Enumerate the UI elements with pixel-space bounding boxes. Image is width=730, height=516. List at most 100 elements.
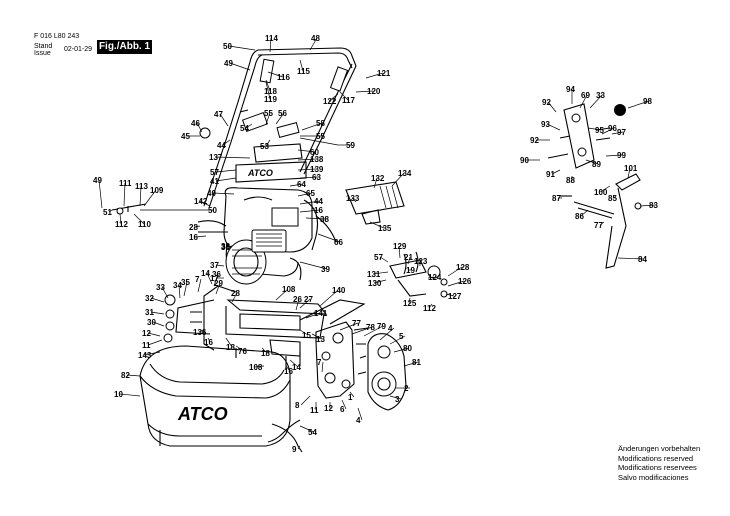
- leader-line: [601, 127, 615, 135]
- part-number-label: 132: [371, 174, 385, 183]
- leader-line: [197, 278, 202, 293]
- part-number-label: 33: [156, 283, 165, 292]
- part-number-label: 94: [566, 85, 575, 94]
- leader-line: [297, 158, 317, 161]
- part-number-label: 4: [356, 416, 361, 425]
- part-number-label: 16: [284, 367, 293, 376]
- part-number-label: 10: [114, 390, 123, 399]
- part-number-label: 100: [594, 188, 608, 197]
- part-number-label: 57: [210, 168, 219, 177]
- leader-line: [98, 179, 103, 209]
- part-number-label: 118: [264, 87, 277, 96]
- part-number-label: 120: [367, 87, 381, 96]
- leader-line: [226, 245, 233, 248]
- leader-line: [215, 282, 221, 295]
- stand-label: Stand: [34, 43, 53, 50]
- part-number-label: 15: [302, 331, 311, 340]
- part-number-label: 58: [316, 119, 325, 128]
- leader-line: [198, 329, 205, 333]
- part-number-label: 47: [214, 110, 223, 119]
- part-number-label: 88: [566, 176, 575, 185]
- leader-line: [299, 329, 309, 336]
- leader-line: [235, 345, 245, 352]
- engine-drawing: [197, 187, 337, 285]
- part-number-label: 50: [223, 42, 232, 51]
- part-number-label: 137: [209, 153, 223, 162]
- leader-line: [119, 393, 141, 397]
- modification-notes: Änderungen vorbehalten Modifications res…: [618, 444, 700, 482]
- side-plate-drawing: [267, 321, 407, 443]
- leader-line: [579, 94, 588, 109]
- leader-line: [225, 337, 233, 348]
- part-number-label: 44: [314, 197, 323, 206]
- part-number-label: 9: [292, 445, 297, 454]
- part-number-label: 117: [342, 96, 355, 105]
- part-number-label: 57: [374, 253, 383, 262]
- part-number-label: 110: [138, 220, 151, 229]
- part-number-label: 26: [293, 295, 302, 304]
- part-number-label: 112: [115, 220, 128, 229]
- part-number-label: 56: [278, 109, 287, 118]
- leader-line: [161, 286, 169, 299]
- part-number-label: 108: [282, 285, 296, 294]
- leader-line: [611, 131, 624, 135]
- leader-line: [219, 113, 229, 127]
- part-number-label: 18: [226, 343, 235, 352]
- handle-bar-drawing: ATCO: [199, 47, 357, 209]
- leader-line: [119, 213, 122, 225]
- leader-line: [369, 221, 385, 229]
- part-number-label: 143: [138, 351, 152, 360]
- leader-line: [445, 293, 455, 297]
- leader-line: [265, 81, 271, 100]
- leader-line: [639, 204, 656, 207]
- leader-line: [547, 101, 557, 113]
- part-number-label: 4: [388, 324, 393, 333]
- leader-line: [150, 311, 165, 315]
- part-number-label: 76: [238, 347, 247, 356]
- part-number-label: 122: [323, 97, 337, 106]
- part-number-label: 91: [546, 170, 555, 179]
- leader-line: [580, 209, 589, 217]
- leader-line: [289, 359, 299, 368]
- leader-line: [309, 37, 318, 51]
- leader-line: [373, 279, 387, 284]
- part-number-label: 136: [193, 328, 207, 337]
- part-number-label: 99: [617, 151, 626, 160]
- leader-line: [300, 395, 311, 406]
- issue-date: 02-01-29: [64, 46, 93, 53]
- note-line: Änderungen vorbehalten: [618, 444, 701, 453]
- part-number-label: 54: [308, 428, 317, 437]
- part-number-label: 131: [367, 270, 381, 279]
- leader-line: [265, 139, 271, 147]
- leader-line: [196, 122, 203, 133]
- part-number-label: 129: [393, 242, 407, 251]
- part-number-label: 49: [224, 59, 233, 68]
- issue-label: Issue: [34, 50, 51, 57]
- part-number-label: 38: [320, 215, 329, 224]
- leader-line: [599, 185, 611, 193]
- part-number-label: 1: [348, 393, 353, 402]
- part-number-label: 46: [191, 119, 200, 128]
- leader-line: [391, 172, 405, 187]
- part-number-label: 66: [334, 238, 343, 247]
- part-number-label: 89: [592, 160, 601, 169]
- part-number-label: 40: [207, 189, 216, 198]
- leader-line: [299, 200, 321, 205]
- leader-line: [351, 326, 373, 335]
- note-line: Modifications reserved: [618, 453, 694, 463]
- leader-line: [213, 273, 219, 287]
- part-number-label: 7: [317, 358, 322, 367]
- part-number-label: 78: [366, 323, 375, 332]
- part-number-label: 97: [617, 128, 626, 137]
- leader-line: [341, 399, 347, 410]
- part-number-label: 133: [346, 194, 360, 203]
- leader-line: [589, 94, 603, 109]
- leader-line: [389, 335, 406, 345]
- leader-line: [299, 176, 319, 179]
- part-number-label: 34: [173, 281, 182, 290]
- leader-line: [551, 169, 561, 175]
- part-number-label: 64: [297, 180, 306, 189]
- part-number-label: 53: [260, 142, 269, 151]
- leader-line: [275, 288, 289, 301]
